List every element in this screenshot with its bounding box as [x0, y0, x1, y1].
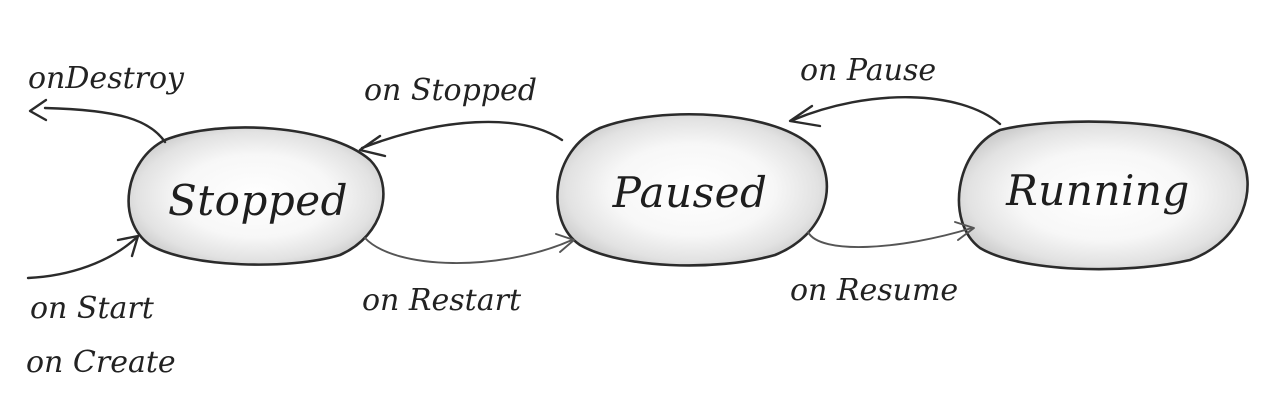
state-running-label: Running: [1005, 166, 1190, 215]
edge-on-stopped-arrowhead: [358, 134, 387, 158]
edge-on-pause-label: on Pause: [800, 53, 936, 88]
edge-on-start-line: [26, 236, 138, 280]
state-running: Running: [957, 120, 1249, 271]
edge-on-pause-arrowhead: [788, 104, 822, 128]
state-stopped: Stopped: [127, 126, 385, 266]
edge-on-restart-line: [364, 237, 573, 264]
edge-on-restart-label: on Restart: [362, 283, 522, 318]
edge-on-stopped-line: [360, 120, 564, 150]
state-stopped-label: Stopped: [168, 176, 348, 225]
state-stopped-shape: [127, 126, 385, 266]
edge-on-resume-label: on Resume: [790, 273, 958, 308]
state-paused-shape: [556, 113, 829, 267]
edge-on-start-label: on Start: [30, 291, 155, 326]
edge-on-start-arrowhead: [116, 234, 140, 258]
edge-on-destroy: onDestroy: [28, 61, 185, 144]
edge-on-restart-arrowhead: [555, 233, 575, 253]
edge-on-pause: on Pause: [788, 53, 1002, 128]
state-paused: Paused: [556, 113, 829, 267]
edge-on-destroy-arrowhead: [28, 98, 48, 122]
edge-on-restart: on Restart: [362, 233, 575, 318]
edge-on-stopped: on Stopped: [358, 73, 564, 158]
state-paused-label: Paused: [612, 168, 768, 217]
edge-on-resume-line: [807, 227, 973, 248]
edge-on-pause-line: [791, 96, 1002, 126]
edge-on-stopped-label: on Stopped: [364, 73, 537, 108]
edge-on-destroy-line: [43, 106, 167, 144]
edge-on-destroy-label: onDestroy: [28, 61, 185, 96]
edge-on-resume-arrowhead: [954, 221, 975, 241]
edge-on-resume: on Resume: [790, 221, 975, 308]
edge-on-create-label: on Create: [26, 345, 176, 380]
edge-on-start: on Start on Create: [26, 234, 176, 380]
